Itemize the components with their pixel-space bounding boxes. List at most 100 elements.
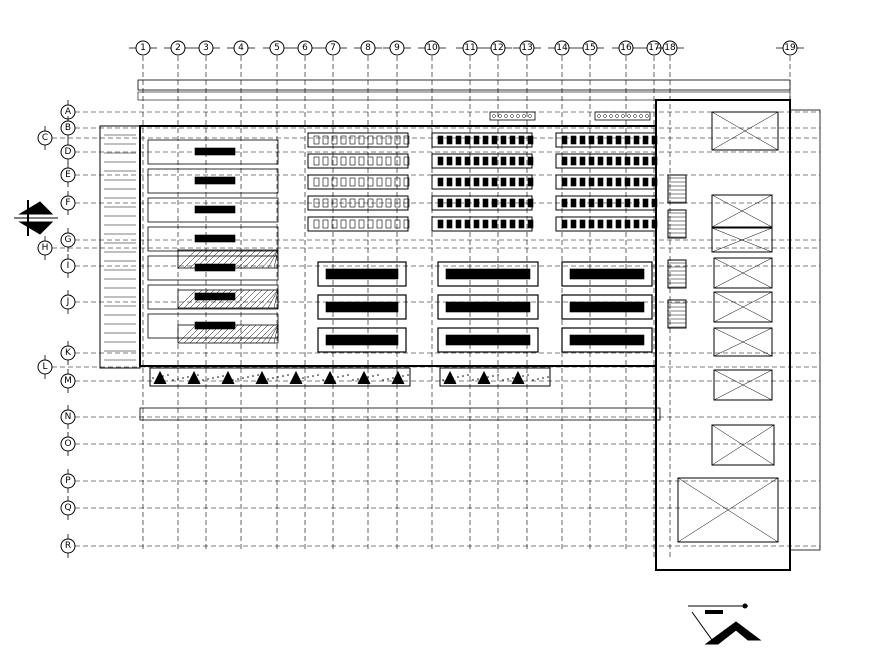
rack-bay [606,219,613,229]
gravel-dot [512,377,514,379]
rack-bay [588,219,595,229]
gravel-dot [382,379,384,381]
grid-label: R [65,541,71,551]
grid-label: 10 [426,43,438,53]
machine-unit [561,261,653,287]
rack-bay [633,135,640,145]
bubble-circle [60,120,76,136]
grid-bubble-row-R: R [60,534,76,558]
rack-bay [340,177,347,187]
rack-bay [394,135,401,145]
window-mark [615,114,619,118]
gravel-dot [162,375,164,377]
hatch-line [231,289,251,309]
hatch-line [225,289,245,309]
hatch-line [219,289,239,309]
rack-bay [446,219,453,229]
gravel-dot [522,375,524,377]
bubble-circle [782,40,798,56]
machine-unit [437,327,539,353]
grid-label: P [65,476,71,486]
rack-bay [491,219,498,229]
rack-bay [322,219,329,229]
vehicle [194,234,236,243]
bubble-circle [297,40,313,56]
rack-bay [322,156,329,166]
gravel-dot [377,374,379,376]
vehicle [194,263,236,272]
hatch-line [255,289,275,309]
grid-bubble-row-M: M [60,369,76,393]
loading-dock [99,125,141,369]
rack-bay [385,156,392,166]
rack-bay [403,177,410,187]
gravel-dot [312,375,314,377]
window-mark [522,114,526,118]
rack-bay [349,156,356,166]
hatch-line [177,249,197,269]
grid-bubble-col-5: 5 [263,40,291,56]
rack-bay [615,198,622,208]
bubble-circle [360,40,376,56]
annex-room [677,477,779,543]
grid-bubble-row-H: H [37,236,53,260]
rack-bay [597,135,604,145]
rack-bay [509,177,516,187]
stair [667,299,687,329]
rack-bay [509,198,516,208]
grid-bubble-col-15: 15 [576,40,604,56]
rack-bay [403,198,410,208]
grid-label: H [42,243,49,253]
machine-core [569,334,645,346]
vehicle [194,176,236,185]
grid-bubble-row-K: K [60,341,76,365]
grid-label: E [65,170,71,180]
gravel-dot [347,374,349,376]
grid-bubble-col-14: 14 [548,40,576,56]
gravel-dot [502,379,504,381]
gravel-dot [212,377,214,379]
annex-room [713,291,773,323]
grid-bubble-row-D: D [60,140,76,164]
bubble-circle [60,373,76,389]
gravel-dot [232,379,234,381]
gravel-dot [197,374,199,376]
grid-bubble-col-8: 8 [354,40,382,56]
rack-bay [651,198,658,208]
rack-bay [561,135,568,145]
hatch-line [177,289,197,309]
gravel-dot [487,376,489,378]
rack-bay [482,156,489,166]
rack-bay [437,219,444,229]
grid-label: F [65,198,70,208]
rack-bay [376,219,383,229]
rack-bay [446,135,453,145]
hatched-bay [177,289,279,309]
gravel-dot [527,374,529,376]
grid-bubble-row-I: I [60,254,76,278]
rack-bay [394,156,401,166]
gravel-dot [217,376,219,378]
bubble-circle [60,195,76,211]
gravel-dot [182,377,184,379]
annex-room [711,194,773,228]
bubble-circle [60,500,76,516]
grid-label: D [65,147,72,157]
tree-symbol [323,370,337,385]
rack-bay [615,135,622,145]
rack-bay [561,156,568,166]
rack-bay [473,198,480,208]
rack-bay [579,198,586,208]
grid-bubble-col-4: 4 [227,40,255,56]
hatch-line [249,249,269,269]
bubble-circle [60,409,76,425]
rack-bay [349,135,356,145]
hatch-line [237,289,257,309]
hatch-line [249,289,269,309]
rack-bay [651,177,658,187]
hatch-line [231,324,251,344]
hatched-bay [177,324,279,344]
rack-bay [349,198,356,208]
